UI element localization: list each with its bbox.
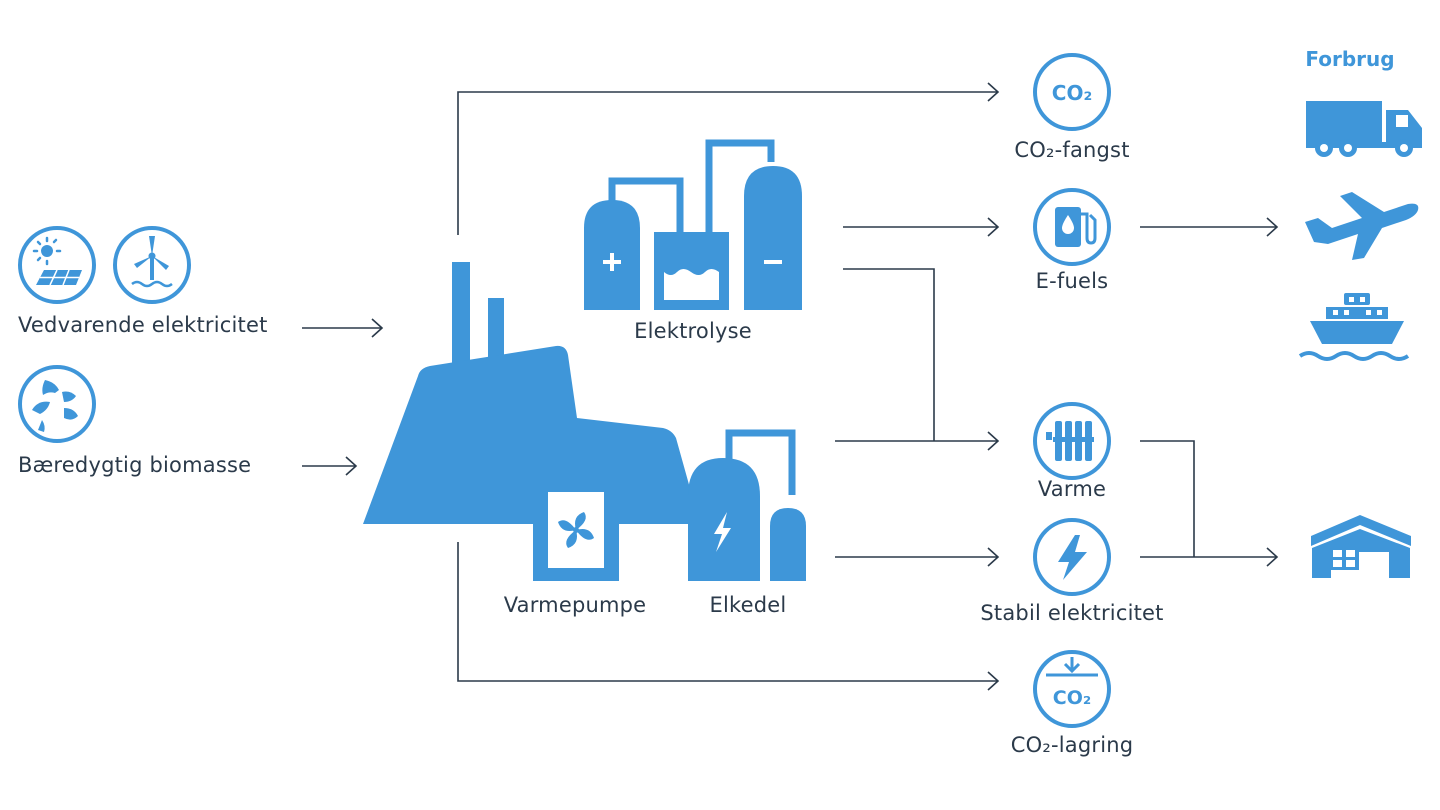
arrow-stable-power xyxy=(835,547,1000,567)
consumption-heading: Forbrug xyxy=(1305,47,1395,71)
lightning-icon xyxy=(1033,518,1111,596)
biomass-icon xyxy=(18,365,96,443)
house-icon xyxy=(1311,515,1411,578)
radiator-icon xyxy=(1033,402,1111,480)
electric-boiler-unit xyxy=(688,429,806,581)
truck-icon xyxy=(1306,101,1422,157)
renewable-electricity-label: Vedvarende elektricitet xyxy=(18,313,268,337)
sustainable-biomass-label: Bæredygtig biomasse xyxy=(18,453,252,477)
arrow-house xyxy=(1140,547,1279,567)
heat-label: Varme xyxy=(1037,477,1107,501)
arrow-heat xyxy=(835,431,1000,451)
co2-capture-label: CO₂-fangst xyxy=(1014,138,1130,162)
arrow-co2-storage xyxy=(457,542,1000,691)
fuel-pump-icon xyxy=(1033,188,1111,266)
efuels-label: E-fuels xyxy=(1035,269,1109,293)
arrow-co2-capture xyxy=(457,82,1000,235)
arrow-transport xyxy=(1140,217,1279,237)
co2-storage-icon: CO₂ xyxy=(1033,650,1111,728)
solar-panel-icon xyxy=(18,226,96,304)
co2-icon: CO₂ xyxy=(1033,53,1111,131)
wind-turbine-icon xyxy=(113,226,191,304)
stable-electricity-label: Stabil elektricitet xyxy=(980,601,1164,625)
line-heat-house xyxy=(1140,440,1195,557)
heat-pump-unit xyxy=(515,478,635,581)
power-plant-building xyxy=(363,262,700,524)
svg-text:CO₂: CO₂ xyxy=(1053,687,1091,709)
arrow-renewable xyxy=(302,318,384,338)
arrow-efuels xyxy=(843,217,1000,237)
svg-text:CO₂: CO₂ xyxy=(1052,81,1092,105)
co2-storage-label: CO₂-lagring xyxy=(1010,733,1134,757)
arrow-biomass xyxy=(302,456,358,476)
electrolysis-label: Elektrolyse xyxy=(634,319,752,343)
ship-icon xyxy=(1298,293,1410,361)
flow-lines xyxy=(302,82,1279,691)
line-electrolysis-heat xyxy=(843,268,935,441)
airplane-icon xyxy=(1305,192,1419,260)
heat-pump-label: Varmepumpe xyxy=(503,593,647,617)
electrolysis-unit xyxy=(584,139,802,310)
electric-boiler-label: Elkedel xyxy=(709,593,787,617)
